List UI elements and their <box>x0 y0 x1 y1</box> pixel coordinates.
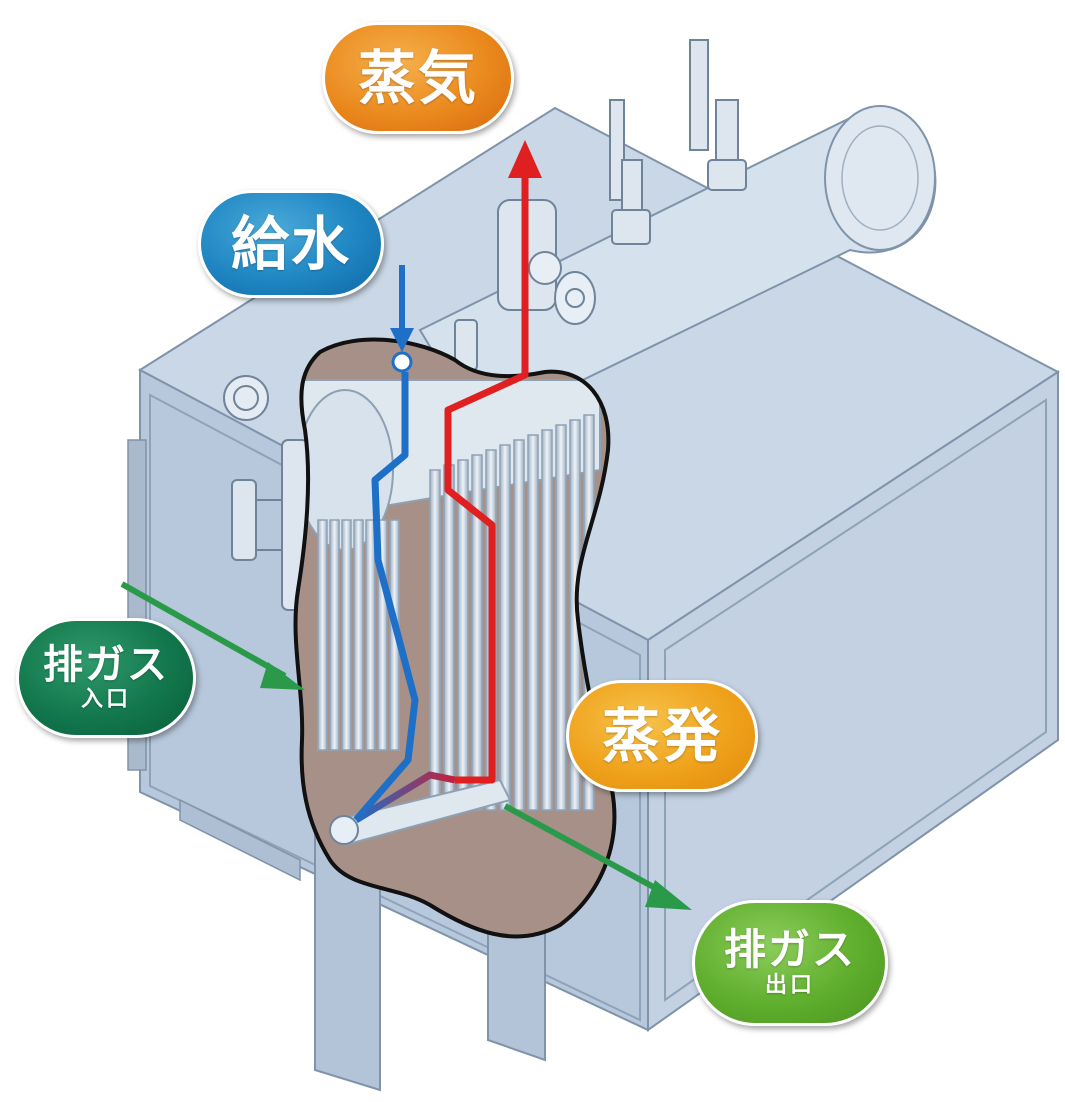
steam-drum <box>418 105 937 432</box>
exhaust-gas-flow <box>120 581 692 910</box>
exhaust-inlet-label-main: 排ガス <box>43 642 169 688</box>
feedwater-label: 給水 <box>198 190 384 298</box>
feedwater-label-text: 給水 <box>230 210 351 278</box>
cutaway <box>293 337 617 939</box>
exhaust-outlet-label-sub: 出口 <box>764 973 815 998</box>
exhaust-inlet-label: 排ガス 入口 <box>16 618 196 738</box>
feedwater-flow <box>353 265 456 823</box>
evaporation-label-text: 蒸発 <box>601 702 722 770</box>
exhaust-outlet-label-main: 排ガス <box>723 925 856 974</box>
steam-label: 蒸気 <box>322 22 514 134</box>
evaporation-label: 蒸発 <box>566 680 758 792</box>
steam-label-text: 蒸気 <box>357 44 478 112</box>
exhaust-inlet-label-sub: 入口 <box>80 687 131 712</box>
steam-flow <box>444 140 542 784</box>
exhaust-outlet-label: 排ガス 出口 <box>692 900 888 1026</box>
